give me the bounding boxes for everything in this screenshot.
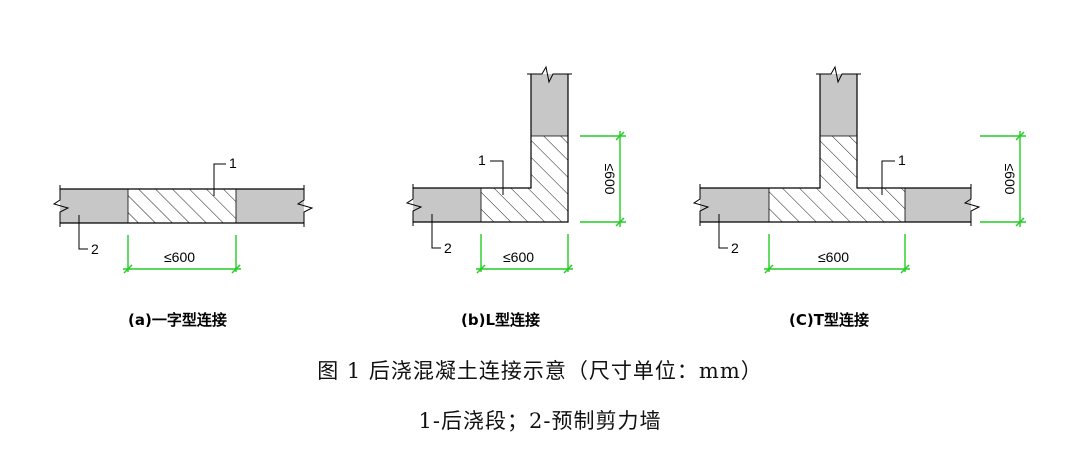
leader-2 [431, 214, 441, 249]
figure-c-t-connection: 1 2 ≤600 ≤600 (C)T型连接 [692, 65, 1026, 329]
dimension-label-horizontal: ≤600 [503, 249, 534, 265]
precast-wall-right [905, 188, 971, 222]
dimension-horizontal [123, 235, 241, 274]
callout-1: 1 [898, 152, 906, 168]
break-line-top [527, 65, 572, 84]
figure-caption-b: (b)L型连接 [461, 311, 540, 329]
leader-1 [213, 163, 226, 196]
figure-caption-a: (a)一字型连接 [128, 311, 227, 329]
dimension-label: ≤600 [164, 249, 195, 265]
precast-wall-left [60, 189, 128, 223]
figure-legend: 1-后浇段；2-预制剪力墙 [418, 409, 662, 433]
callout-2: 2 [731, 240, 739, 256]
callout-2: 2 [91, 241, 99, 257]
precast-wall-right [236, 189, 304, 223]
break-line-left [692, 184, 710, 226]
break-line-right [963, 184, 981, 226]
dimension-vertical [580, 131, 626, 227]
dimension-label-vertical: ≤600 [602, 163, 618, 194]
dimension-label-horizontal: ≤600 [818, 249, 849, 265]
break-line-right [296, 185, 314, 227]
figure-b-l-connection: 1 2 ≤600 ≤600 (b)L型连接 [405, 65, 626, 329]
callout-1: 1 [229, 155, 237, 171]
callout-2: 2 [444, 240, 452, 256]
dimension-label-vertical: ≤600 [1002, 163, 1018, 194]
precast-wall-vertical [820, 74, 857, 136]
castinplace-segment [128, 189, 236, 223]
break-line-left [52, 185, 70, 227]
dimension-vertical [980, 131, 1026, 227]
connection-diagrams: 1 2 ≤600 (a)一字型连接 1 2 [52, 65, 1026, 329]
castinplace-segment [481, 136, 568, 222]
break-line-top [816, 65, 861, 84]
leader-1 [490, 160, 504, 195]
dimension-horizontal [476, 234, 573, 274]
precast-wall-vertical [531, 74, 568, 136]
callout-1: 1 [478, 152, 486, 168]
precast-wall-horizontal [413, 188, 481, 222]
dimension-horizontal [764, 234, 910, 274]
precast-wall-left [700, 188, 769, 222]
break-line-left [405, 184, 423, 226]
leader-2 [718, 214, 728, 249]
leader-2 [78, 215, 88, 250]
figure-caption-c: (C)T型连接 [789, 311, 869, 329]
figure-a-straight-connection: 1 2 ≤600 (a)一字型连接 [52, 155, 314, 329]
castinplace-segment [769, 136, 905, 222]
figure-title: 图 1 后浇混凝土连接示意（尺寸单位：mm） [317, 359, 763, 383]
leader-1 [881, 160, 895, 195]
